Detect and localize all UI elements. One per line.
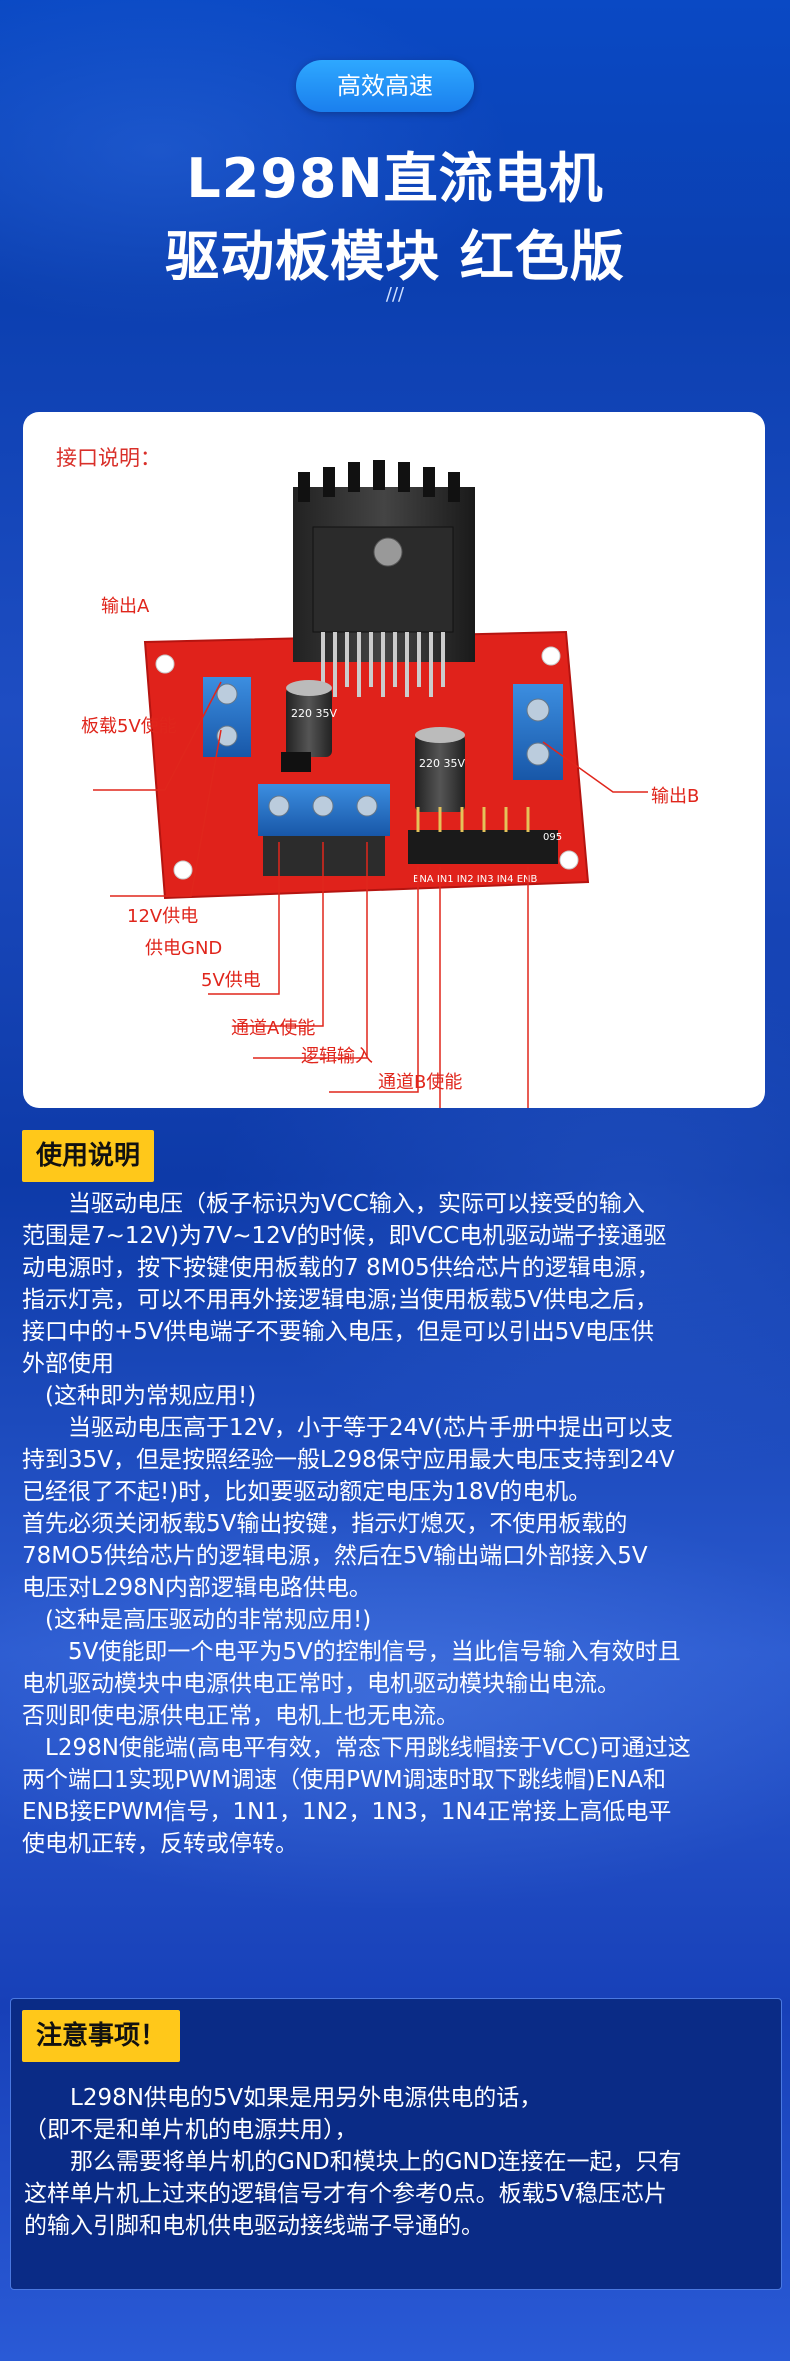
capacitor-2 <box>415 734 465 812</box>
usage-line: 78MO5供给芯片的逻辑电源，然后在5V输出端口外部接入5V <box>22 1543 648 1569</box>
label-output-b: 输出B <box>651 786 700 807</box>
usage-line: 接口中的+5V供电端子不要输入电压，但是可以引出5V电压供 <box>22 1319 655 1345</box>
usage-line: (这种是高压驱动的非常规应用!) <box>22 1607 372 1633</box>
capacitor-1 <box>286 687 332 757</box>
pin-labels: ENA IN1 IN2 IN3 IN4 ENB <box>413 874 538 885</box>
label-5v-supply: 5V供电 <box>201 970 261 991</box>
page-title-line1: L298N直流电机 <box>186 147 604 210</box>
board-code: 095 <box>543 832 562 843</box>
interface-diagram-card: 接口说明： <box>23 412 765 1108</box>
notice-section-tag: 注意事项！ <box>22 2010 181 2062</box>
capacitor-2-mark: 220 35V <box>419 757 465 770</box>
label-channel-a-enable: 通道A使能 <box>231 1018 316 1039</box>
usage-line: 电压对L298N内部逻辑电路供电。 <box>22 1575 372 1601</box>
decor-slashes: /// <box>385 284 405 305</box>
notice-line: （即不是和单片机的电源共用）， <box>24 2117 358 2143</box>
notice-line: 的输入引脚和电机供电驱动接线端子导通的。 <box>24 2213 484 2239</box>
usage-line: 外部使用 <box>22 1351 114 1377</box>
usage-line: 动电源时，按下按键使用板载的7 8M05供给芯片的逻辑电源， <box>22 1255 660 1281</box>
usage-line: 5V使能即一个电平为5V的控制信号，当此信号输入有效时且 <box>22 1639 681 1665</box>
label-onboard-5v-enable: 板载5V使能 <box>81 716 177 737</box>
usage-text: 当驱动电压（板子标识为VCC输入，实际可以接受的输入 范围是7~12V)为7V~… <box>22 1188 782 1860</box>
usage-line: 否则即使电源供电正常，电机上也无电流。 <box>22 1703 459 1729</box>
notice-line: L298N供电的5V如果是用另外电源供电的话， <box>24 2085 543 2111</box>
usage-line: 当驱动电压（板子标识为VCC输入，实际可以接受的输入 <box>22 1191 645 1217</box>
label-12v-supply: 12V供电 <box>127 906 199 927</box>
usage-line: 指示灯亮，可以不用再外接逻辑电源;当使用板载5V供电之后， <box>22 1287 659 1313</box>
label-channel-b-enable: 通道B使能 <box>378 1072 463 1093</box>
header-badge: 高效高速 <box>296 60 474 112</box>
usage-line: L298N使能端(高电平有效，常态下用跳线帽接于VCC)可通过这 <box>22 1735 691 1761</box>
logic-header <box>408 830 558 864</box>
page-title-line2: 驱动板模块 红色版 <box>165 225 625 288</box>
label-logic-input: 逻辑输入 <box>301 1046 373 1067</box>
notice-line: 那么需要将单片机的GND和模块上的GND连接在一起，只有 <box>24 2149 682 2175</box>
usage-line: ENB接EPWM信号，1N1，1N2，1N3，1N4正常接上高低电平 <box>22 1799 672 1825</box>
usage-line: 当驱动电压高于12V，小于等于24V(芯片手册中提出可以支 <box>22 1415 673 1441</box>
usage-line: (这种即为常规应用!) <box>22 1383 257 1409</box>
usage-line: 持到35V，但是按照经验一般L298保守应用最大电压支持到24V <box>22 1447 675 1473</box>
usage-line: 首先必须关闭板载5V输出按键，指示灯熄灭，不使用板载的 <box>22 1511 628 1537</box>
usage-line: 已经很了不起!)时，比如要驱动额定电压为18V的电机。 <box>22 1479 592 1505</box>
usage-line: 范围是7~12V)为7V~12V的时候，即VCC电机驱动端子接通驱 <box>22 1223 667 1249</box>
capacitor-1-mark: 220 35V <box>291 707 337 720</box>
diagram-title: 接口说明： <box>56 446 161 470</box>
usage-line: 使电机正转，反转或停转。 <box>22 1831 298 1857</box>
usage-line: 电机驱动模块中电源供电正常时，电机驱动模块输出电流。 <box>22 1671 620 1697</box>
notice-line: 这样单片机上过来的逻辑信号才有个参考0点。板载5V稳压芯片 <box>24 2181 668 2207</box>
label-gnd-supply: 供电GND <box>145 938 223 959</box>
usage-section-tag: 使用说明 <box>22 1130 155 1182</box>
board-illustration: 220 35V 220 35V ENA IN1 IN2 IN3 IN4 ENB … <box>93 460 648 1108</box>
usage-line: 两个端口1实现PWM调速（使用PWM调速时取下跳线帽)ENA和 <box>22 1767 666 1793</box>
label-output-a: 输出A <box>101 596 150 617</box>
terminal-output-b <box>513 684 563 780</box>
jumper-5v-enable <box>281 752 311 772</box>
notice-text: L298N供电的5V如果是用另外电源供电的话， （即不是和单片机的电源共用）， … <box>24 2082 774 2242</box>
